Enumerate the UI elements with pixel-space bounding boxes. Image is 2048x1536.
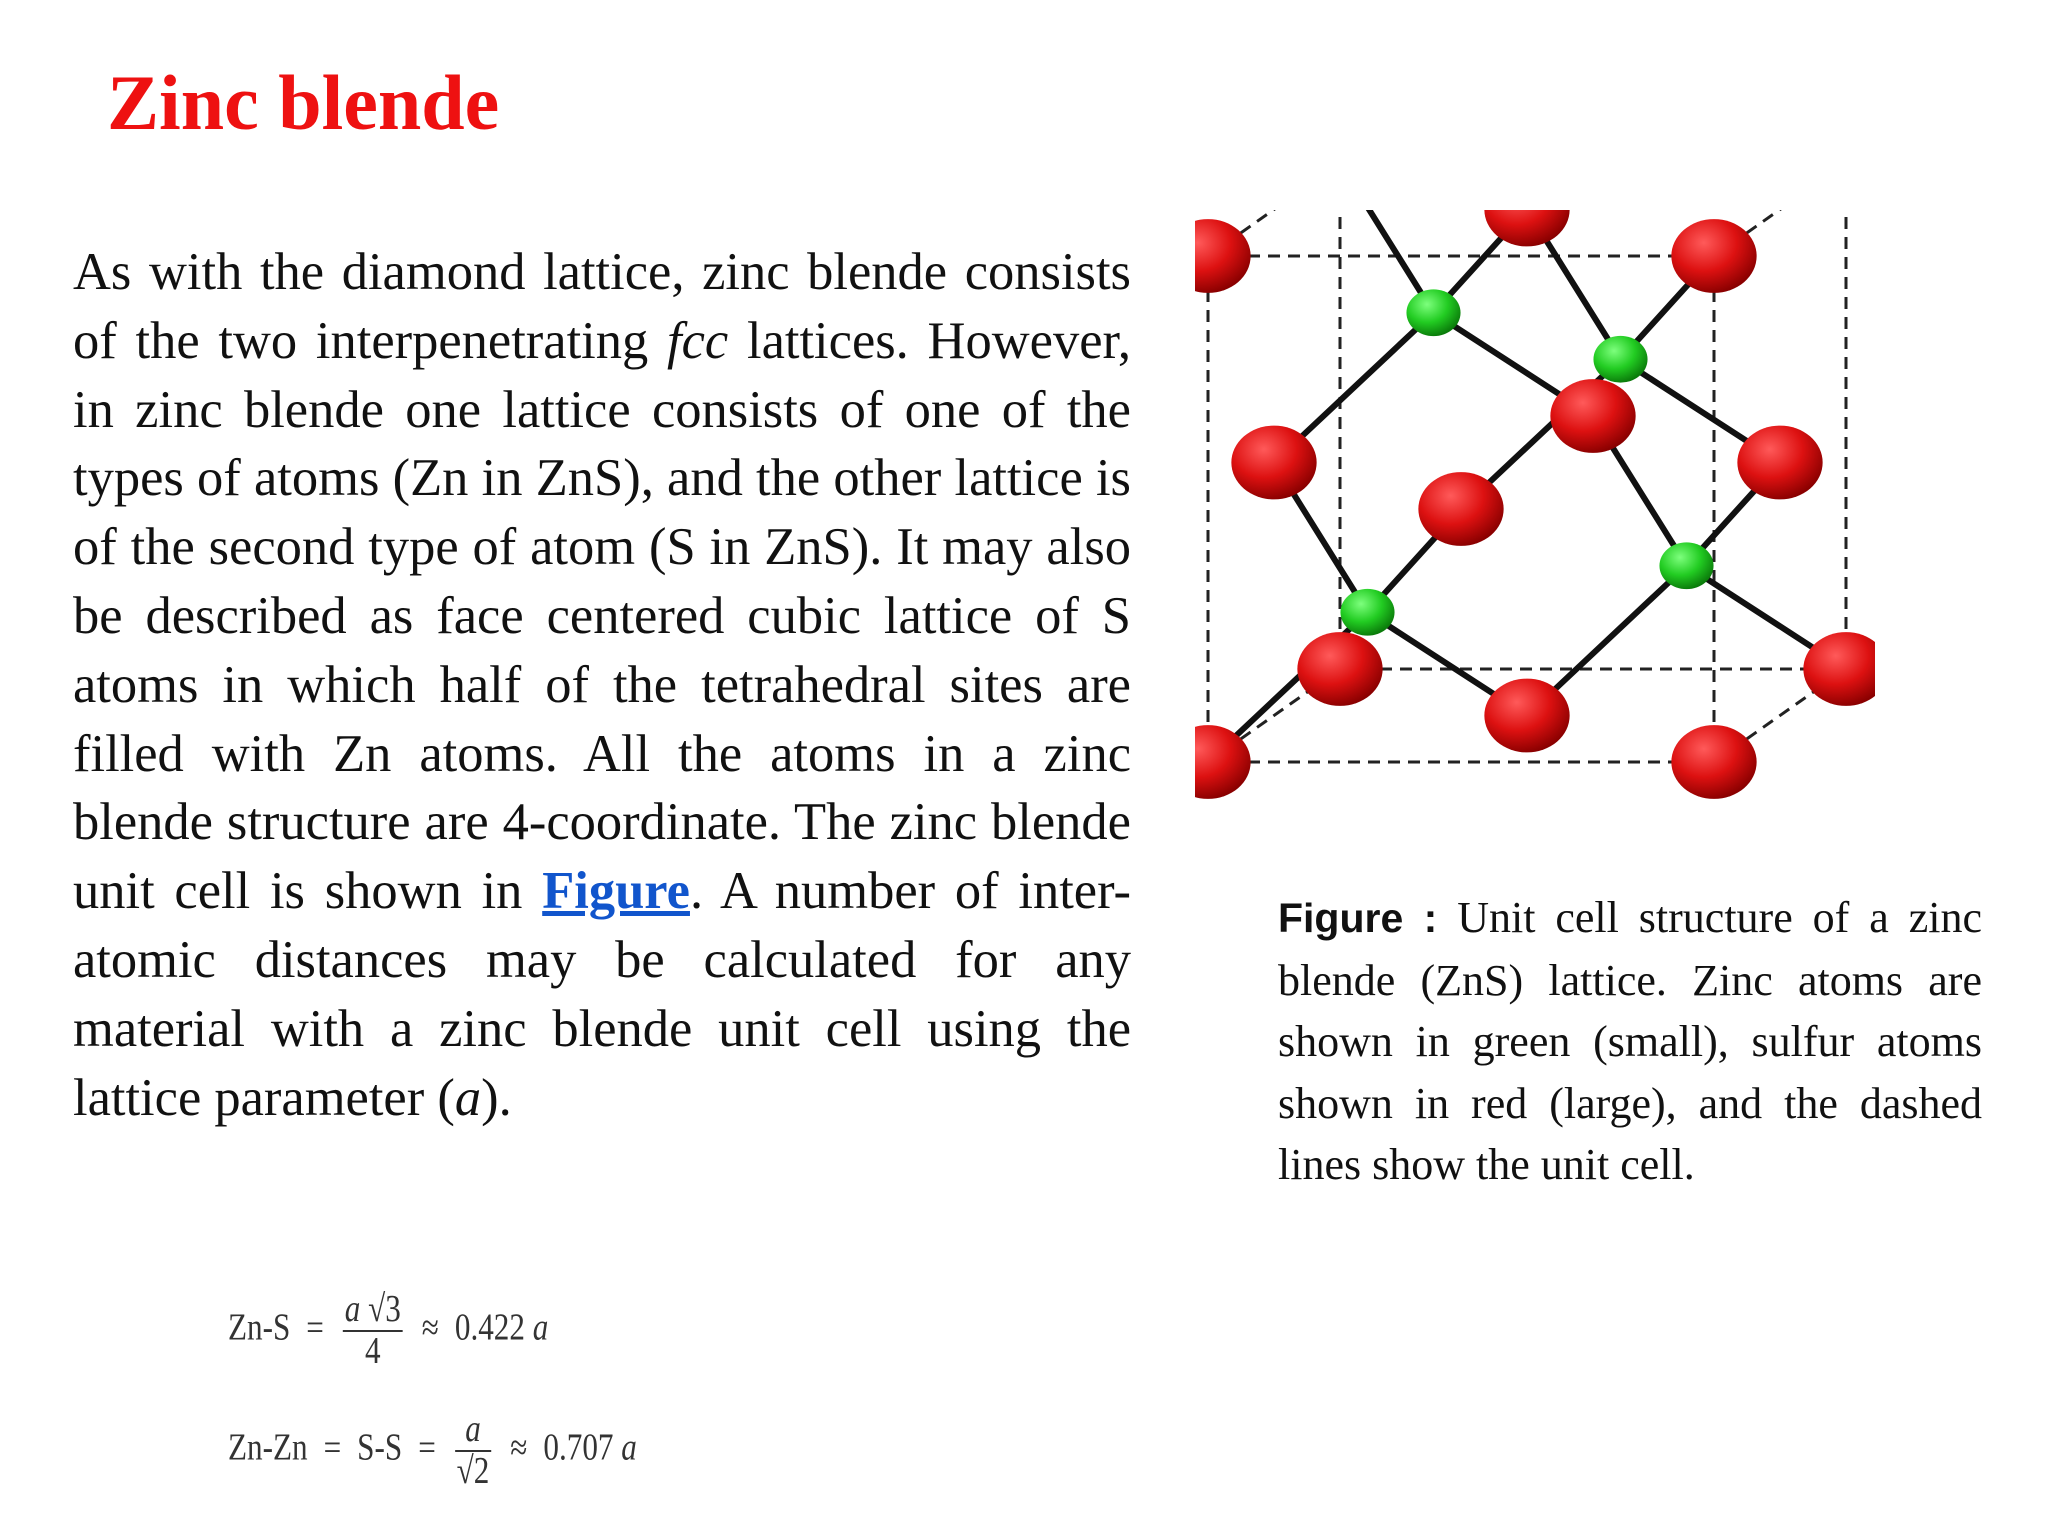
eq2-equals-2: = [418,1426,436,1469]
body-text-part-2: lattices. However, in zinc blende one la… [73,311,1131,921]
sulfur-atom [1803,632,1875,706]
atoms [1195,210,1875,799]
zinc-atom [1340,588,1395,636]
eq1-num-var: a [344,1288,361,1330]
body-paragraph: As with the diamond lattice, zinc blende… [73,238,1131,1132]
sulfur-atom [1484,678,1570,753]
eq2-fraction: a √2 [455,1409,492,1492]
zinc-atom [1659,542,1714,590]
sulfur-atom [1195,725,1251,799]
eq2-approx: ≈ [510,1426,528,1469]
sulfur-atom [1737,425,1823,500]
page-title: Zinc blende [107,59,500,146]
sulfur-atom [1231,425,1317,500]
zinc-blende-unit-cell-figure [1195,210,1875,799]
caption-text: Unit cell structure of a zinc blende (Zn… [1278,893,1982,1189]
zn-s-bond [1365,210,1437,316]
eq2-equals-1: = [323,1426,342,1469]
sulfur-atom [1671,219,1757,293]
eq1-fraction: a √3 4 [343,1288,403,1372]
eq1-lhs: Zn-S [228,1306,291,1349]
eq1-unit: a [532,1306,549,1349]
body-text-part-3: . A number of inter-atomic distances may… [73,862,1131,1127]
eq2-num: a [455,1409,492,1452]
eq1-equals: = [306,1306,324,1349]
eq2-value: 0.707 [543,1426,614,1469]
lattice-parameter: a [454,1068,482,1127]
eq1-value: 0.422 [454,1306,525,1349]
sulfur-atom [1484,210,1570,247]
equation-zn-s: Zn-S = a √3 4 ≈ 0.422 a [228,1288,549,1372]
eq2-den: √2 [456,1449,490,1492]
eq1-num-root: √3 [368,1288,401,1330]
caption-label: Figure : [1278,895,1438,941]
sulfur-atom [1418,472,1504,546]
zinc-atom [1593,335,1648,383]
fcc-term: fcc [667,311,729,370]
eq2-mid: S-S [357,1426,403,1469]
figure-caption: Figure : Unit cell structure of a zinc b… [1278,887,1982,1196]
body-text-part-1: As with the diamond lattice, zinc blende… [73,243,1131,370]
eq2-unit: a [621,1426,637,1469]
eq2-lhs: Zn-Zn [228,1426,308,1469]
sulfur-atom [1195,219,1251,293]
eq1-approx: ≈ [421,1306,439,1349]
body-text-part-4: ). [481,1068,512,1127]
figure-link[interactable]: Figure [542,862,690,921]
sulfur-atom [1550,379,1636,453]
equation-zn-zn: Zn-Zn = S-S = a √2 ≈ 0.707 a [228,1409,637,1492]
sulfur-atom [1671,725,1757,799]
sulfur-atom [1297,632,1383,706]
eq1-den: 4 [365,1329,381,1372]
zinc-atom [1406,289,1461,337]
